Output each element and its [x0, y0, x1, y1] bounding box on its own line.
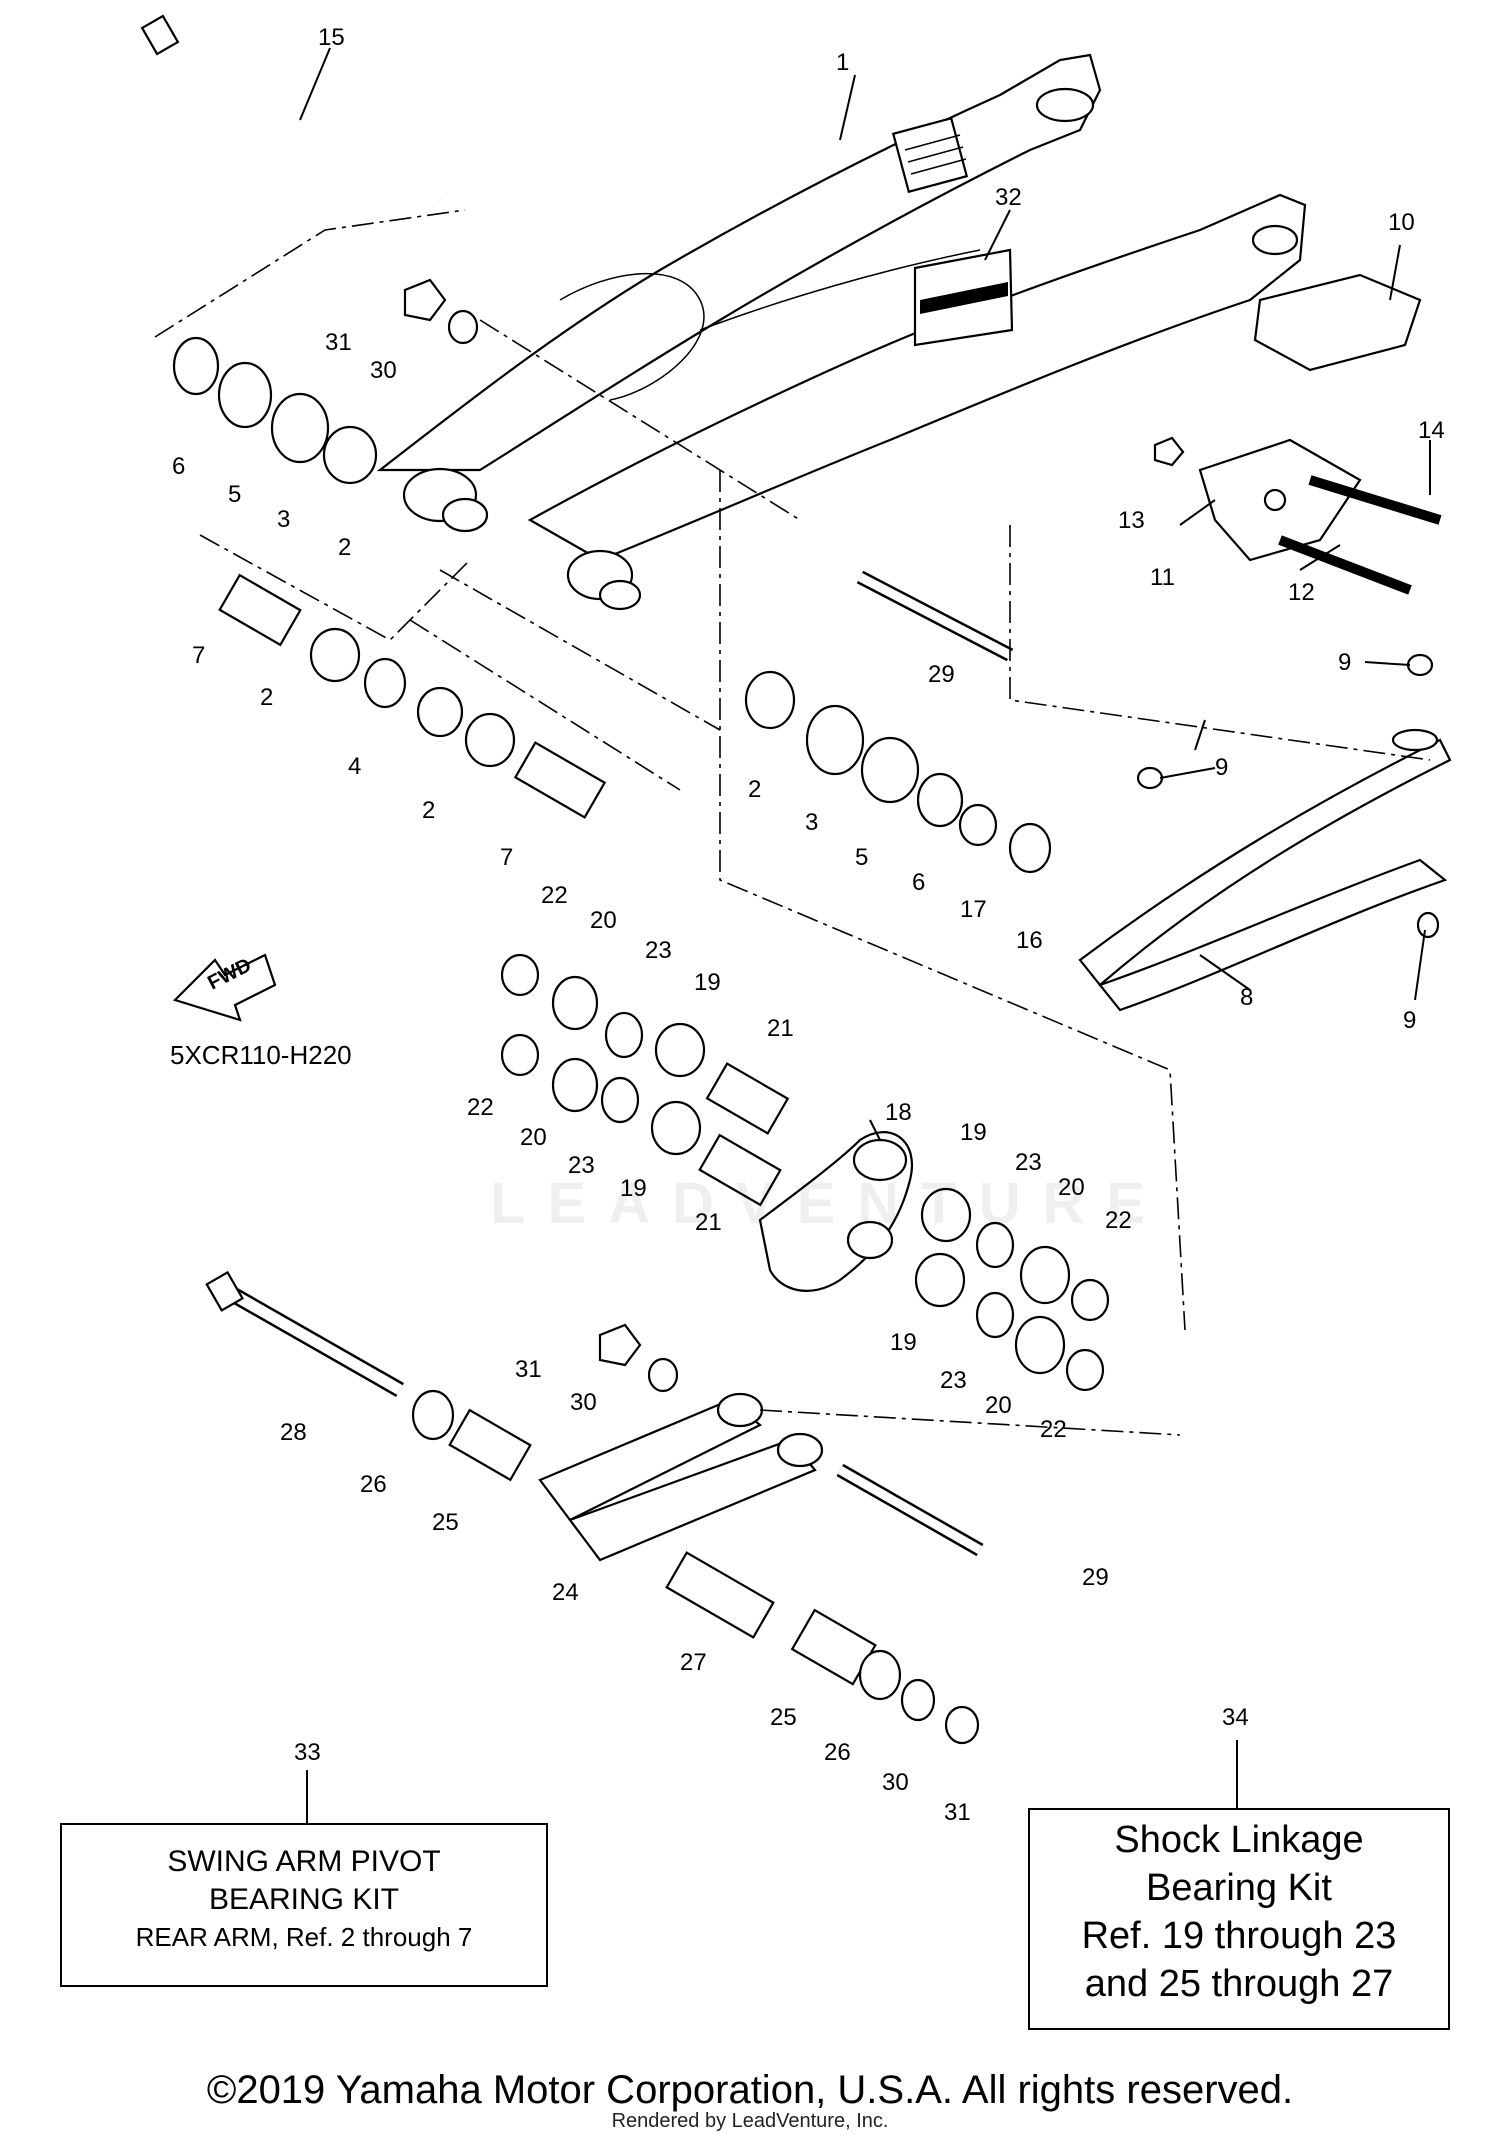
callout: 7 [500, 844, 513, 871]
callout: 3 [277, 506, 290, 533]
callout: 30 [570, 1389, 597, 1416]
callout: 1 [836, 49, 849, 76]
callout: 31 [325, 329, 352, 356]
callout: 9 [1338, 649, 1351, 676]
copyright-notice: ©2019 Yamaha Motor Corporation, U.S.A. A… [206, 2068, 1294, 2112]
callout: 25 [432, 1509, 459, 1536]
callout: 20 [1058, 1174, 1085, 1201]
callout: 3 [805, 809, 818, 836]
callout: 31 [944, 1799, 971, 1826]
callout: 30 [370, 357, 397, 384]
callout: 16 [1016, 927, 1043, 954]
relay-arm-18 [758, 1131, 913, 1292]
kit-reference-2: and 25 through 27 [1084, 1963, 1394, 2005]
kit-subtitle: Bearing Kit [1146, 1867, 1332, 1909]
chain-slider [1078, 728, 1452, 1012]
callout: 22 [1040, 1416, 1067, 1443]
callout: 2 [748, 776, 761, 803]
callout: 2 [260, 684, 273, 711]
callout: 14 [1418, 417, 1445, 444]
callout: 25 [770, 1704, 797, 1731]
callout: 21 [767, 1015, 794, 1042]
callout: 2 [422, 797, 435, 824]
callout: 22 [467, 1094, 494, 1121]
leader-lines [299, 47, 1431, 1141]
callout: 19 [620, 1175, 647, 1202]
callout: 30 [882, 1769, 909, 1796]
callout: 2 [338, 534, 351, 561]
callout: 15 [318, 24, 345, 51]
callout: 6 [172, 453, 185, 480]
kit-reference: Ref. 19 through 23 [1081, 1915, 1397, 1957]
callout: 19 [694, 969, 721, 996]
callout: 24 [552, 1579, 579, 1606]
callout: 11 [1150, 564, 1175, 591]
callout: 23 [645, 937, 672, 964]
shock-linkage-bearing-kit-box[interactable]: Shock Linkage Bearing Kit Ref. 19 throug… [1028, 1808, 1450, 2030]
callout: 28 [280, 1419, 307, 1446]
callout: 19 [890, 1329, 917, 1356]
kit-title: SWING ARM PIVOT [167, 1845, 441, 1878]
connecting-rod-24 [538, 1392, 824, 1562]
callout: 19 [960, 1119, 987, 1146]
callout: 29 [928, 661, 955, 688]
callout: 27 [680, 1649, 707, 1676]
callout: 23 [940, 1367, 967, 1394]
callout: 26 [360, 1471, 387, 1498]
callout: 22 [541, 882, 568, 909]
warning-label-32 [913, 248, 1014, 347]
callout: 13 [1118, 507, 1145, 534]
callout: 22 [1105, 1207, 1132, 1234]
callout: 23 [1015, 1149, 1042, 1176]
callout: 33 [294, 1739, 321, 1766]
callout: 18 [885, 1099, 912, 1126]
callout: 12 [1288, 579, 1315, 606]
callout: 20 [590, 907, 617, 934]
callout: 8 [1240, 984, 1253, 1011]
callout: 23 [568, 1152, 595, 1179]
bearing-parts [172, 278, 1442, 1745]
callout: 20 [520, 1124, 547, 1151]
callout: 26 [824, 1739, 851, 1766]
callout: 10 [1388, 209, 1415, 236]
swing-arm [376, 53, 1307, 611]
callout: 29 [1082, 1564, 1109, 1591]
callout-numbers: 15 1 32 10 31 30 6 5 3 2 14 13 11 12 7 2… [172, 24, 1445, 1826]
pivot-shaft-15 [140, 14, 443, 205]
callout: 21 [695, 1209, 722, 1236]
callout: 34 [1222, 1704, 1249, 1731]
callout: 9 [1215, 754, 1228, 781]
rendered-by: Rendered by LeadVenture, Inc. [611, 2110, 889, 2132]
fwd-arrow-icon: FWD [172, 953, 277, 1022]
diagram-code: 5XCR110-H220 [170, 1040, 352, 1070]
callout: 4 [348, 753, 361, 780]
callout: 32 [995, 184, 1022, 211]
callout: 31 [515, 1356, 542, 1383]
callout: 17 [960, 896, 987, 923]
chain-guide [1198, 273, 1422, 562]
swing-arm-bearing-kit-box[interactable]: SWING ARM PIVOT BEARING KIT REAR ARM, Re… [60, 1823, 548, 1987]
watermark: LEADVENTURE [490, 1171, 1168, 1236]
bolt-28 [205, 1270, 404, 1397]
callout: 20 [985, 1392, 1012, 1419]
alignment-lines [154, 209, 1431, 1436]
kit-reference: REAR ARM, Ref. 2 through 7 [135, 1922, 473, 1952]
callout: 5 [855, 844, 868, 871]
callout: 6 [912, 869, 925, 896]
callout: 7 [192, 642, 205, 669]
kit-title: Shock Linkage [1114, 1819, 1364, 1861]
kit-subtitle: BEARING KIT [208, 1883, 400, 1916]
callout: 9 [1403, 1007, 1416, 1034]
callout: 5 [228, 481, 241, 508]
